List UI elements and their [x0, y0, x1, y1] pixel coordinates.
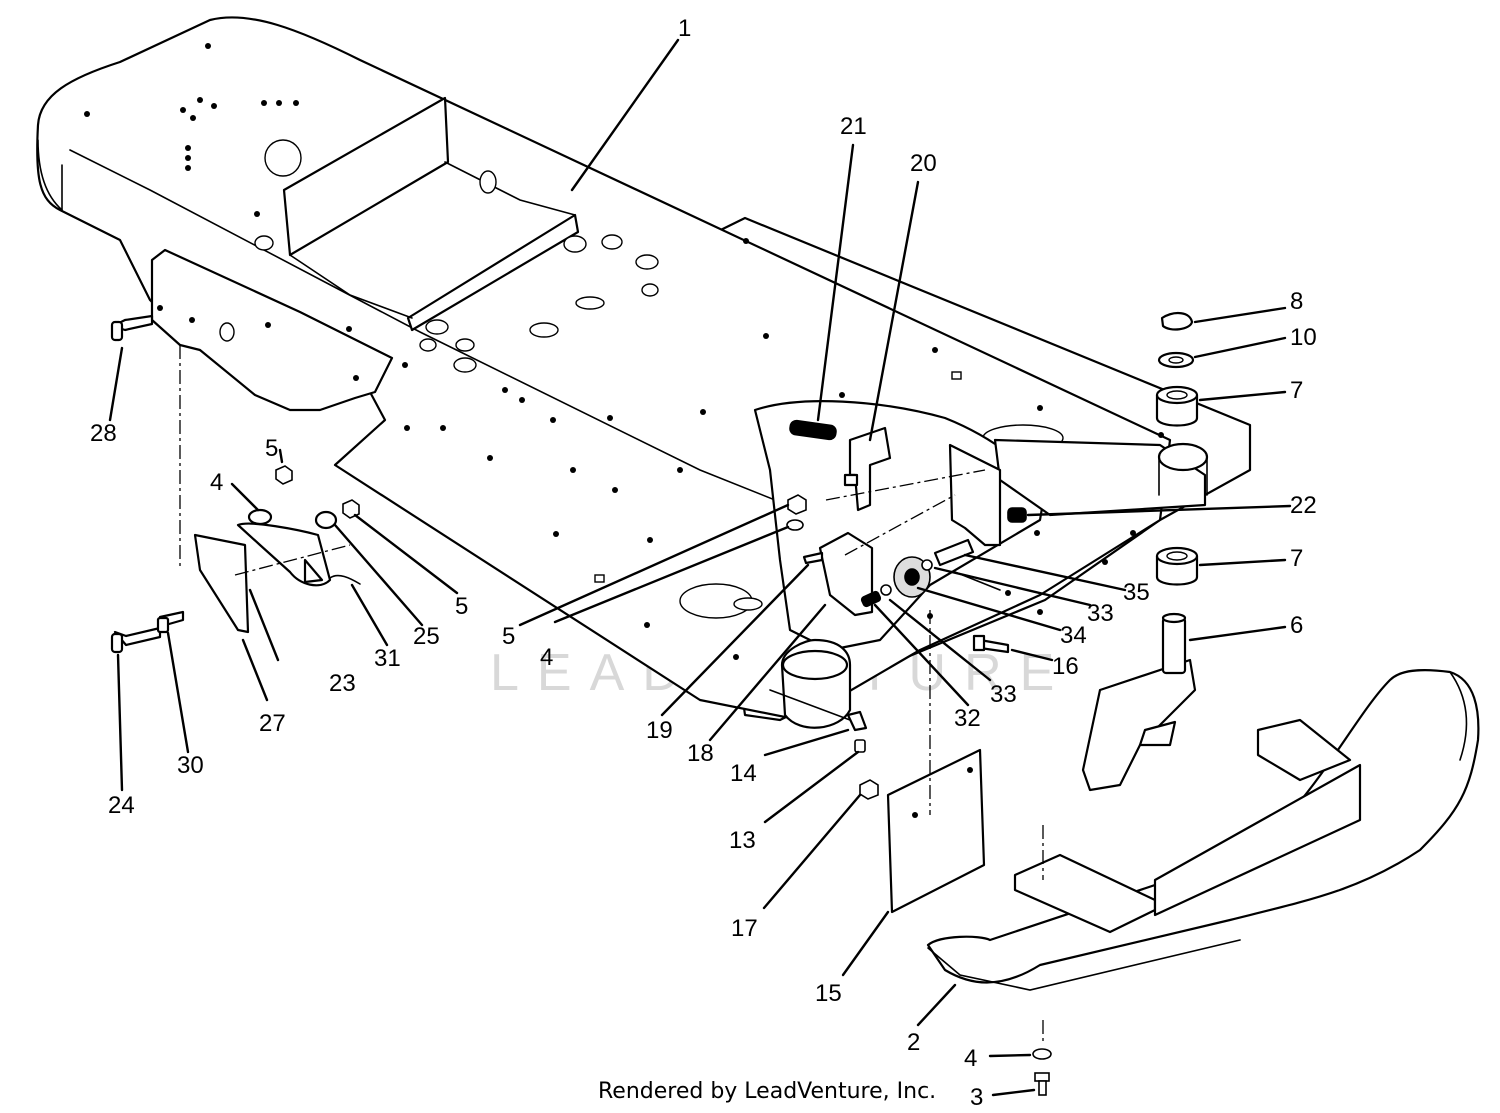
- leader-lines: [108, 38, 1292, 1097]
- callout-4-bottom: 4: [964, 1045, 977, 1072]
- callout-33-lower: 33: [990, 681, 1017, 708]
- callout-31: 31: [374, 645, 401, 672]
- callout-19: 19: [646, 717, 673, 744]
- callout-5-right: 5: [455, 593, 468, 620]
- flat-washer-10: [1157, 351, 1195, 369]
- callout-5-center: 5: [502, 623, 515, 650]
- callout-27: 27: [259, 710, 286, 737]
- alignment-lines: [179, 345, 1044, 1045]
- callout-5-top: 5: [265, 435, 278, 462]
- callout-4-center: 4: [540, 644, 553, 671]
- callout-23: 23: [329, 670, 356, 697]
- callout-13: 13: [729, 827, 756, 854]
- callout-1: 1: [678, 15, 691, 42]
- left-hinge-assembly: [110, 314, 361, 654]
- callout-21: 21: [840, 113, 867, 140]
- front-bumper: [926, 668, 1480, 991]
- callout-17: 17: [731, 915, 758, 942]
- callout-18: 18: [687, 740, 714, 767]
- callout-34: 34: [1060, 622, 1087, 649]
- callout-24: 24: [108, 792, 135, 819]
- callout-14: 14: [730, 760, 757, 787]
- e-ring-8: [1160, 312, 1194, 331]
- callout-25: 25: [413, 623, 440, 650]
- callout-30: 30: [177, 752, 204, 779]
- callout-22: 22: [1290, 492, 1317, 519]
- small-parts: [786, 419, 1027, 914]
- callout-7-lower: 7: [1290, 545, 1303, 572]
- callout-20: 20: [910, 150, 937, 177]
- callout-2: 2: [907, 1029, 920, 1056]
- bumper-hardware: [1032, 1048, 1052, 1096]
- callout-16: 16: [1052, 653, 1079, 680]
- callout-4-left: 4: [210, 469, 223, 496]
- callout-35: 35: [1123, 579, 1150, 606]
- callout-10: 10: [1290, 324, 1317, 351]
- caster-bushing-upper: [1155, 385, 1199, 427]
- caster-fork: [1081, 612, 1197, 792]
- credit-text: Rendered by LeadVenture, Inc.: [598, 1079, 936, 1104]
- callout-33-upper: 33: [1087, 600, 1114, 627]
- caster-bushing-lower: [1155, 546, 1199, 586]
- callout-labels: 1 21 20 8 10 7 22 7 6 35 33 34 16 33 32 …: [90, 15, 1317, 1111]
- main-frame: [36, 16, 1252, 722]
- callout-6: 6: [1290, 612, 1303, 639]
- callout-7-upper: 7: [1290, 377, 1303, 404]
- callout-3: 3: [970, 1084, 983, 1111]
- callout-8: 8: [1290, 288, 1303, 315]
- callout-32: 32: [954, 705, 981, 732]
- callout-28: 28: [90, 420, 117, 447]
- callout-15: 15: [815, 980, 842, 1007]
